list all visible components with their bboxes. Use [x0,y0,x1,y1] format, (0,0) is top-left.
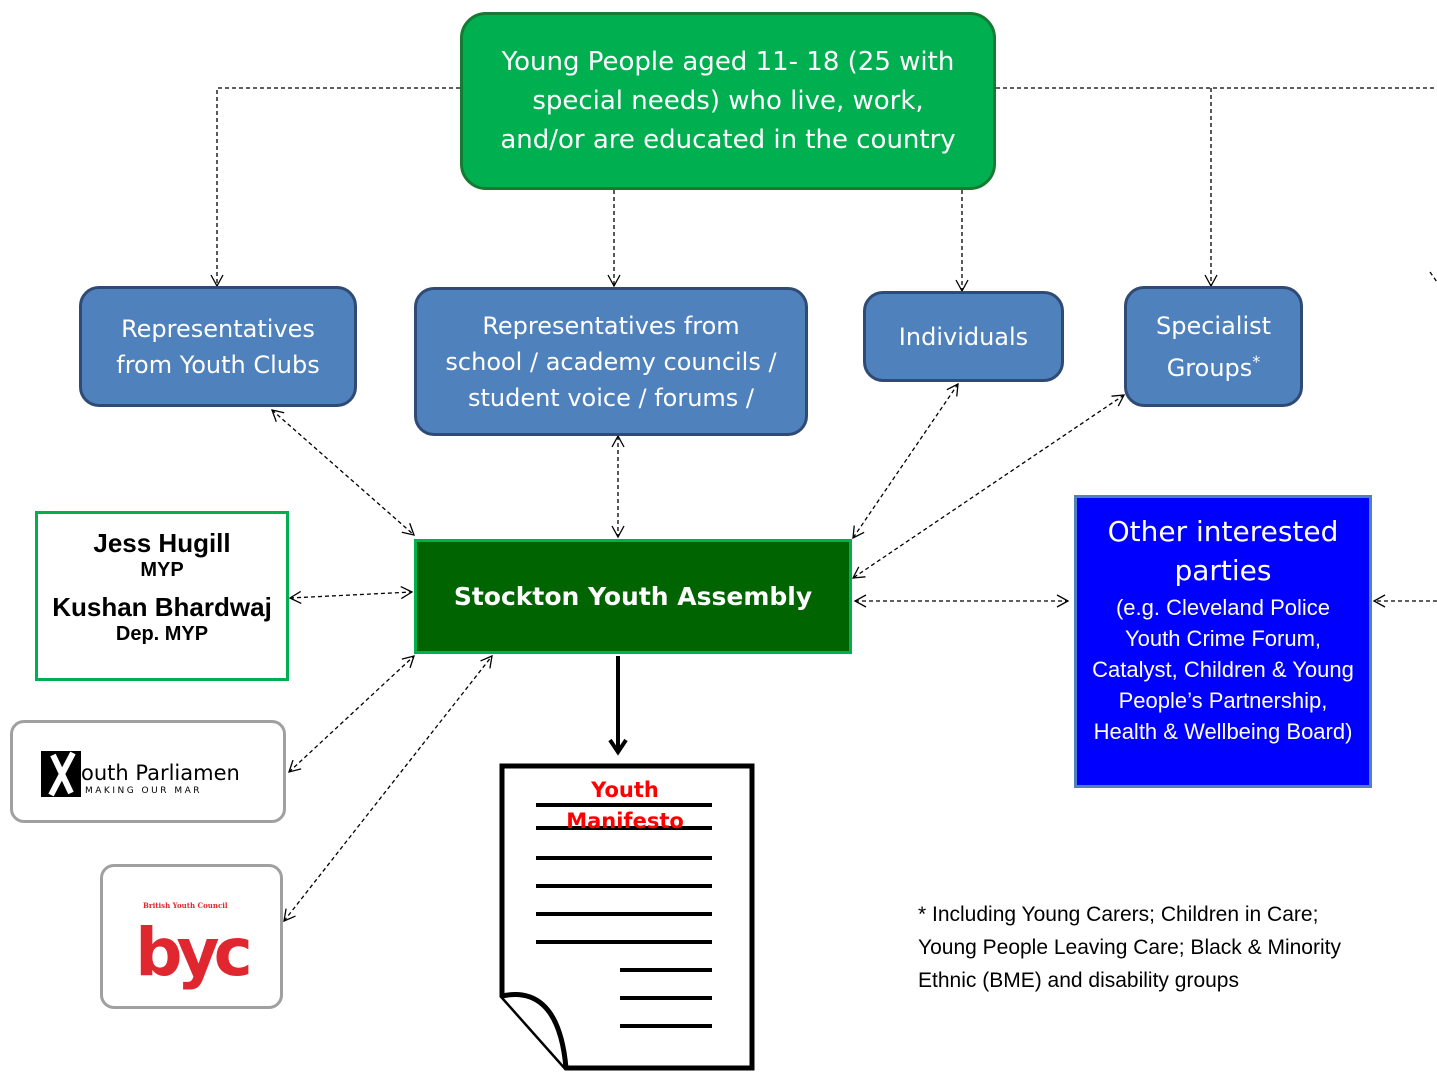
specialist-groups-box: Specialist Groups* [1124,286,1303,407]
other-parties-box: Other interested parties (e.g. Cleveland… [1074,495,1372,788]
school-line1: Representatives from [482,311,740,340]
connector-offscreen-right [1429,271,1437,283]
connector-myp-assembly [288,585,414,605]
manifesto-title-line1: Youth [590,778,659,802]
footnote-line2: Young People Leaving Care; Black & Minor… [918,936,1341,959]
specialist-line2: Groups [1166,353,1253,382]
other-parties-detail: (e.g. Cleveland Police Youth Crime Forum… [1092,595,1354,744]
target-group-line2: special needs) who live, work, [532,85,924,116]
youth-parliament-logo: outh Parliamen MAKING OUR MAR [10,720,286,823]
footnote-line3: Ethnic (BME) and disability groups [918,969,1239,992]
deputy-myp-name: Kushan Bhardwaj [52,592,272,622]
byc-caption: British Youth Council [143,901,228,910]
connector-yp-logo-assembly [288,655,415,773]
byc-letters: byc [135,914,248,991]
youth-clubs-line2: from Youth Clubs [116,350,320,379]
manifesto-title-line2: Manifesto [566,809,684,833]
individuals-label: Individuals [898,322,1029,351]
connector-individuals-assembly [852,382,959,540]
myp-box: Jess Hugill MYP Kushan Bhardwaj Dep. MYP [35,511,289,681]
specialist-footnote-mark: * [1252,351,1261,371]
footnote-line1: * Including Young Carers; Children in Ca… [918,903,1319,926]
other-parties-title-line2: parties [1174,554,1272,587]
individuals-box: Individuals [863,291,1064,382]
byc-logo: British Youth Council byc [100,864,283,1009]
manifesto-document-icon: Youth Manifesto [499,763,755,1071]
connector-top-to-youth-clubs [210,87,460,288]
myp-name: Jess Hugill [93,528,231,558]
youth-assembly-box: Stockton Youth Assembly [414,539,852,654]
school-line2: school / academy councils / [445,347,777,376]
myp-role: MYP [140,559,184,581]
target-group-line3: and/or are educated in the country [500,124,956,155]
target-group-line1: Young People aged 11- 18 (25 with [501,46,955,77]
youth-assembly-label: Stockton Youth Assembly [453,582,813,611]
youth-parliament-tagline: MAKING OUR MAR [85,786,202,796]
footnote: * Including Young Carers; Children in Ca… [918,898,1428,997]
specialist-line1: Specialist [1155,311,1272,340]
school-councils-box: Representatives from school / academy co… [414,287,808,436]
target-group-box: Young People aged 11- 18 (25 with specia… [460,12,996,190]
connector-byc-logo-assembly [283,654,493,923]
other-parties-title-line1: Other interested [1107,515,1339,548]
youth-clubs-line1: Representatives [121,314,315,343]
connector-top-to-specialist [996,87,1437,286]
youth-clubs-box: Representatives from Youth Clubs [79,286,357,407]
connector-youth-clubs-assembly [270,409,416,536]
connector-specialist-assembly [851,394,1126,579]
youth-parliament-title: outh Parliamen [81,761,240,785]
school-line3: student voice / forums / [467,383,755,412]
deputy-myp-role: Dep. MYP [115,623,209,645]
youth-parliament-x-icon: outh Parliamen MAKING OUR MAR [41,751,240,797]
